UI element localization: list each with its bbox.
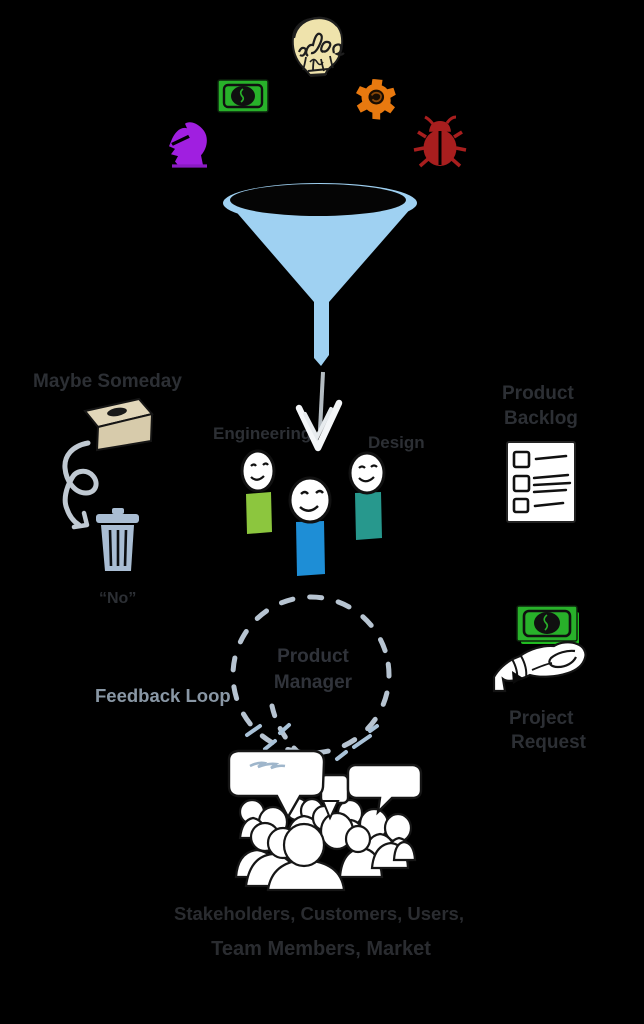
svg-text:Request: Request xyxy=(511,732,587,753)
svg-text:Project: Project xyxy=(509,708,574,729)
svg-text:Maybe Someday: Maybe Someday xyxy=(33,371,182,392)
svg-text:Engineering: Engineering xyxy=(213,424,311,443)
svg-text:Team Members, Market: Team Members, Market xyxy=(211,938,431,960)
svg-text:Feedback Loop: Feedback Loop xyxy=(95,685,231,706)
svg-text:Manager: Manager xyxy=(274,672,353,693)
svg-text:Backlog: Backlog xyxy=(504,408,578,429)
svg-text:Stakeholders, Customers, Users: Stakeholders, Customers, Users, xyxy=(174,903,464,924)
svg-text:Design: Design xyxy=(368,433,425,452)
svg-text:“No”: “No” xyxy=(99,590,136,607)
svg-text:Product: Product xyxy=(277,646,349,667)
svg-text:Product: Product xyxy=(502,383,574,404)
